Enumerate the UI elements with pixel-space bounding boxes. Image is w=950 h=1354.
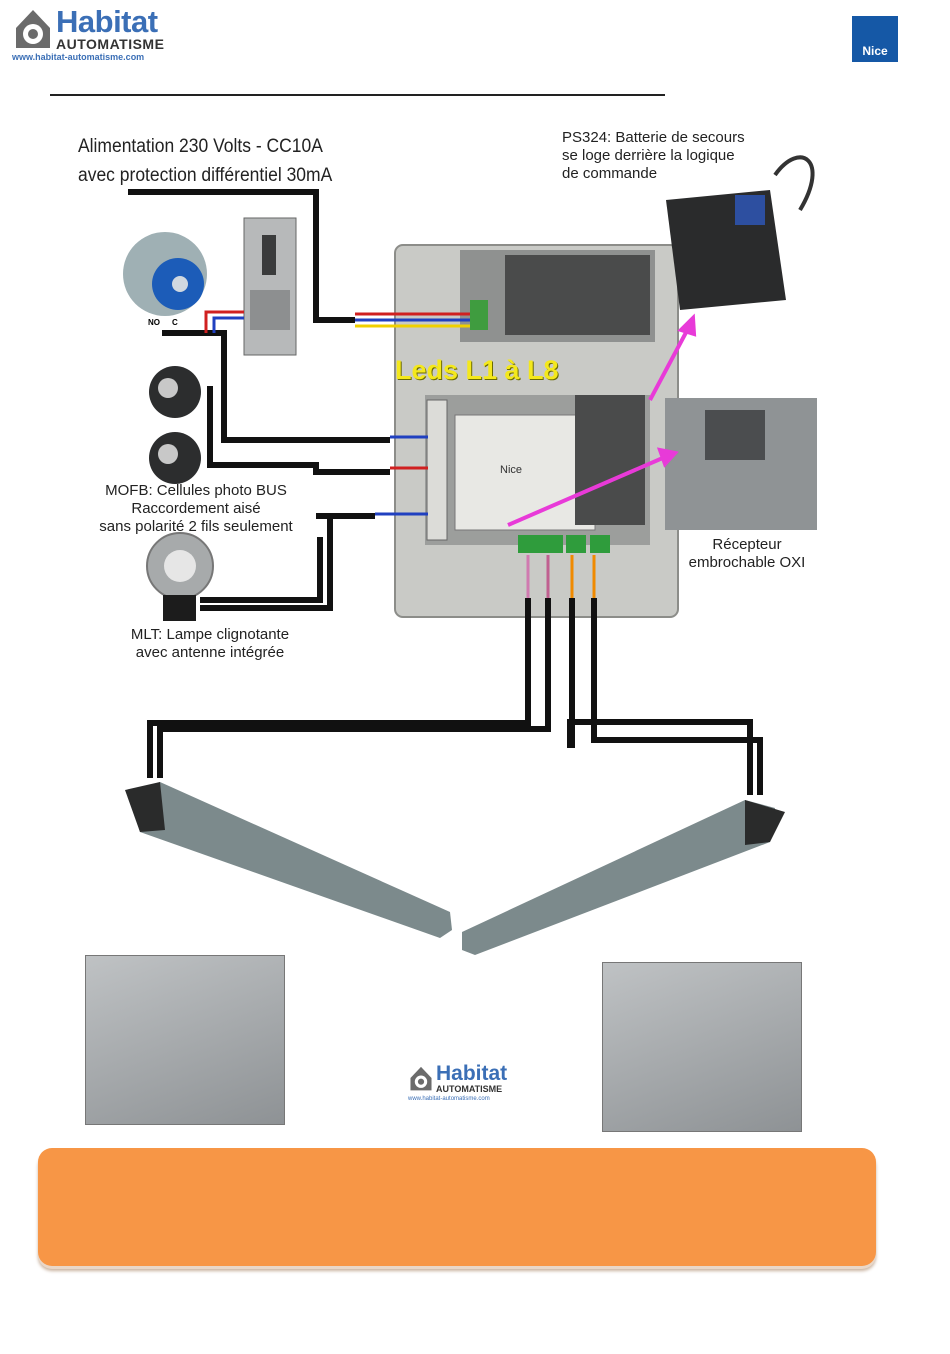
lamp-label: MLT: Lampe clignotante avec antenne inté… <box>100 626 320 662</box>
mofb-line-1: MOFB: Cellules photo BUS <box>105 482 287 499</box>
gate-motor-left <box>125 782 452 938</box>
power-line-1: Alimentation 230 Volts - CC10A <box>78 136 323 157</box>
mlt-line-2: avec antenne intégrée <box>135 644 285 661</box>
logo-url[interactable]: www.habitat-automatisme.com <box>12 52 145 62</box>
logo-subtitle: AUTOMATISME <box>56 36 165 52</box>
battery-ps324 <box>666 155 815 310</box>
control-box: Nice <box>394 244 679 618</box>
battery-line-3: de commande <box>562 165 658 182</box>
nice-logo: Nice <box>852 16 898 62</box>
photocell-label: MOFB: Cellules photo BUS Raccordement ai… <box>66 482 326 536</box>
arrows <box>507 313 697 527</box>
mofb-line-2: Raccordement aisé <box>131 500 261 517</box>
receiver-label: Récepteur embrochable OXI <box>672 536 822 572</box>
house-gear-icon <box>410 1066 432 1091</box>
logo-title: Habitat <box>56 4 158 39</box>
house-gear-icon <box>16 10 50 48</box>
receiver-line-1: Récepteur <box>712 536 782 553</box>
footer-logo-title: Habitat <box>436 1062 508 1085</box>
battery-label: PS324: Batterie de secours se loge derri… <box>562 129 745 183</box>
key-switch <box>123 232 207 316</box>
habitat-logo: Habitat AUTOMATISME www.habitat-automati… <box>12 4 172 62</box>
battery-line-1: PS324: Batterie de secours <box>562 129 745 146</box>
footer-logo-url: www.habitat-automatisme.com <box>408 1096 490 1102</box>
gate-motor-right <box>462 800 785 955</box>
keyswitch-c-label: C <box>172 318 178 327</box>
motor-terminal-photo-right <box>602 962 802 1132</box>
mofb-line-3: sans polarité 2 fils seulement <box>99 518 293 535</box>
motor-terminal-photo-left <box>85 955 285 1125</box>
leds-label: Leds L1 à L8 <box>395 355 559 385</box>
footer-logo: Habitat AUTOMATISME www.habitat-automati… <box>408 1062 528 1107</box>
header-rule <box>50 94 665 96</box>
footer-logo-subtitle: AUTOMATISME <box>436 1084 503 1094</box>
power-supply-label: Alimentation 230 Volts - CC10A avec prot… <box>78 136 332 188</box>
keyswitch-no-label: NO <box>148 318 160 327</box>
board-brand: Nice <box>500 464 522 476</box>
callout-box <box>38 1148 876 1266</box>
colored-wires <box>204 310 596 598</box>
black-wires <box>128 189 763 795</box>
flashing-lamp <box>146 532 214 621</box>
power-line-2: avec protection différentiel 30mA <box>78 164 333 186</box>
intercom-panel <box>243 217 297 356</box>
receiver-line-2: embrochable OXI <box>688 554 806 571</box>
mlt-line-1: MLT: Lampe clignotante <box>130 626 290 643</box>
battery-line-2: se loge derrière la logique <box>562 147 735 164</box>
